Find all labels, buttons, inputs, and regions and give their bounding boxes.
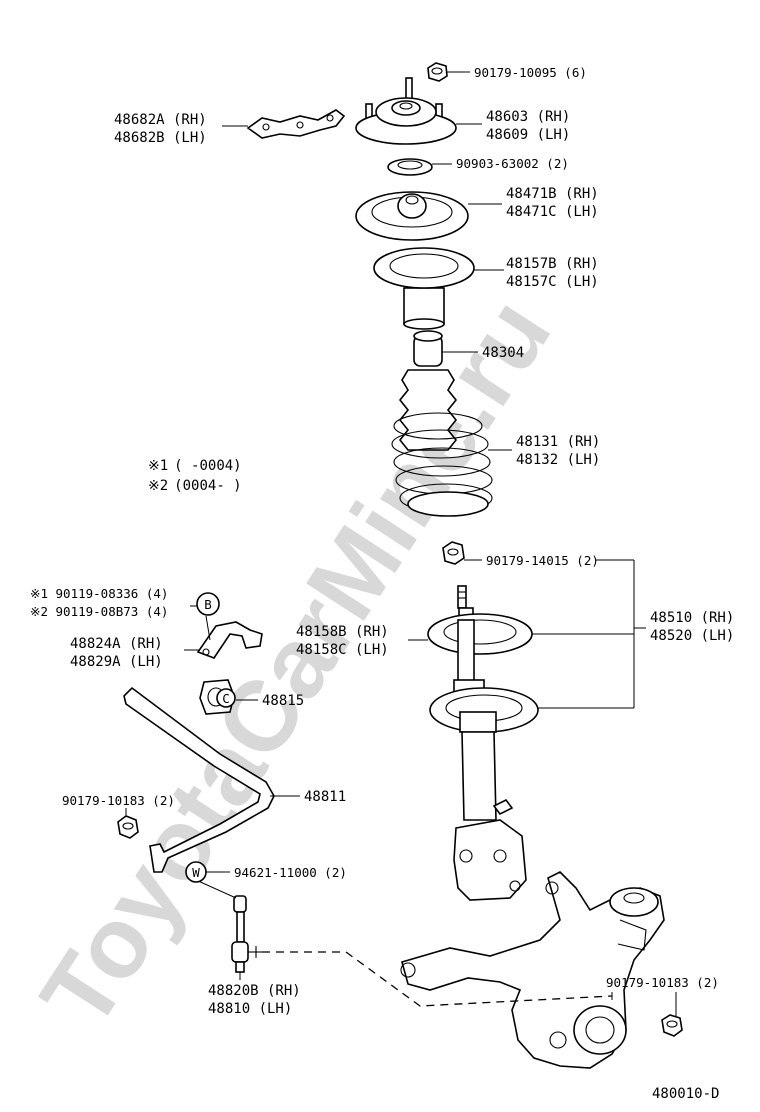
- label-48824a-rh: 48824A (RH): [70, 636, 163, 652]
- bearing-90903-part: [387, 158, 433, 176]
- upper-seat-48471-part: [355, 191, 469, 241]
- callout-c: C: [216, 688, 236, 708]
- bracket-48824-part: [196, 621, 263, 659]
- label-48471b-rh: 48471B (RH): [506, 186, 599, 202]
- label-48811: 48811: [304, 789, 346, 805]
- label-90119-08336: ※1 90119-08336 (4): [30, 586, 168, 601]
- label-48520-lh: 48520 (LH): [650, 628, 734, 644]
- callout-w-letter: W: [192, 865, 200, 880]
- label-48609-lh: 48609 (LH): [486, 127, 570, 143]
- note-2: ※2 (0004- ): [148, 478, 242, 494]
- stabilizer-link-48820-part: [231, 895, 262, 973]
- label-48157b-rh: 48157B (RH): [506, 256, 599, 272]
- note-2-range: (0004- ): [174, 478, 241, 494]
- label-48132-lh: 48132 (LH): [516, 452, 600, 468]
- label-94621: 94621-11000 (2): [234, 865, 347, 880]
- label-90119-08b73: ※2 90119-08B73 (4): [30, 604, 168, 619]
- label-90179-14015: 90179-14015 (2): [486, 553, 599, 568]
- label-90179-10095: 90179-10095 (6): [474, 65, 587, 80]
- label-48810-lh: 48810 (LH): [208, 1001, 292, 1017]
- label-90903: 90903-63002 (2): [456, 156, 569, 171]
- nut-top-part: [427, 62, 448, 82]
- label-48829a-lh: 48829A (LH): [70, 654, 163, 670]
- label-48158b-rh: 48158B (RH): [296, 624, 389, 640]
- label-90179-10183-right: 90179-10183 (2): [606, 975, 719, 990]
- callout-b: B: [196, 592, 220, 616]
- label-48304: 48304: [482, 345, 524, 361]
- label-90179-10183-left: 90179-10183 (2): [62, 793, 175, 808]
- link-dashed-line: [262, 951, 613, 1007]
- label-48820b-rh: 48820B (RH): [208, 983, 301, 999]
- callout-b-letter: B: [204, 597, 212, 612]
- stabilizer-bar-48811-part: [123, 686, 275, 873]
- label-48157c-lh: 48157C (LH): [506, 274, 599, 290]
- leader-lines: [125, 71, 677, 1016]
- diagram-code: 480010-D: [652, 1086, 719, 1102]
- label-48510-rh: 48510 (RH): [650, 610, 734, 626]
- label-48603-rh: 48603 (RH): [486, 109, 570, 125]
- nut-90179-10183-right-part: [661, 1014, 683, 1037]
- coil-spring-48131-part: [391, 412, 493, 517]
- callout-w: W: [185, 861, 207, 883]
- note-1-range: ( -0004): [174, 458, 241, 474]
- label-48682-lh: 48682B (LH): [114, 130, 207, 146]
- insulator-48157-part: [373, 247, 475, 330]
- note-2-mark: ※2: [148, 478, 168, 494]
- nut-90179-14015-part: [442, 541, 465, 565]
- note-1: ※1 ( -0004): [148, 458, 242, 474]
- label-48158c-lh: 48158C (LH): [296, 642, 389, 658]
- label-48471c-lh: 48471C (LH): [506, 204, 599, 220]
- bracket-48682-part: [246, 109, 346, 139]
- note-1-mark: ※1: [148, 458, 168, 474]
- steering-knuckle-part: [400, 871, 665, 1069]
- upper-support-48603-part: [355, 77, 457, 145]
- callout-c-letter: C: [222, 691, 230, 706]
- nut-90179-10183-left-part: [117, 815, 139, 839]
- label-48815: 48815: [262, 693, 304, 709]
- label-48682-rh: 48682A (RH): [114, 112, 207, 128]
- label-48131-rh: 48131 (RH): [516, 434, 600, 450]
- shock-absorber-48510-part: [427, 585, 539, 901]
